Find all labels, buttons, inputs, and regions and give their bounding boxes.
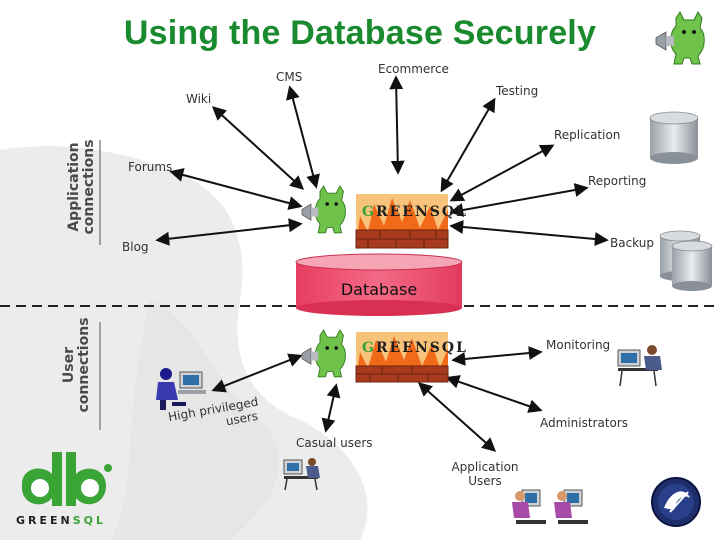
arrow-monitoring	[451, 346, 543, 366]
page-title: Using the Database Securely	[123, 14, 597, 52]
user-connections-label: User connections	[61, 317, 92, 413]
arrow-forums	[169, 168, 303, 210]
arrow-ecommerce	[389, 75, 405, 175]
arrow-testing	[440, 97, 496, 193]
greensql-firewall-bottom	[355, 332, 449, 383]
node-ecommerce: Ecommerce	[378, 62, 449, 76]
node-reporting: Reporting	[588, 174, 647, 188]
node-forums: Forums	[128, 160, 173, 174]
node-replication: Replication	[554, 128, 621, 142]
replication-db-icon	[649, 111, 699, 164]
arrow-high-privileged	[211, 353, 303, 393]
node-casual-users: Casual users	[296, 436, 373, 450]
greensql-wordmark-bottom: GREENSQL	[362, 340, 468, 356]
arrow-administrators	[445, 375, 543, 413]
node-monitoring: Monitoring	[546, 338, 611, 352]
arrow-blog	[155, 218, 303, 246]
application-connections-label: Application connections	[66, 139, 97, 235]
arrow-casual-users	[321, 383, 341, 433]
arrow-wiki	[211, 106, 305, 190]
greensql-logo-wordmark: GREENSQL	[16, 514, 107, 527]
greensql-db-logo	[22, 452, 112, 506]
mascot-icon-bottom	[301, 329, 346, 378]
node-wiki: Wiki	[186, 92, 212, 106]
arrow-application-users	[417, 382, 497, 452]
greensql-wordmark-top: GREENSQL	[362, 204, 468, 220]
arrow-reporting	[449, 183, 589, 217]
bottom-right-logo	[651, 477, 701, 527]
application-user-icon-1	[512, 489, 546, 524]
node-cms: CMS	[276, 70, 303, 84]
database-cylinder	[295, 253, 463, 316]
high-privileged-user-icon	[156, 368, 206, 410]
arrow-replication	[449, 144, 555, 202]
node-application-users: Application Users	[451, 460, 519, 488]
backup-db-icon	[659, 230, 713, 291]
node-blog: Blog	[122, 240, 149, 254]
node-backup: Backup	[610, 236, 654, 250]
node-testing: Testing	[496, 84, 539, 98]
casual-user-icon	[283, 458, 320, 491]
application-user-icon-2	[554, 489, 588, 524]
mascot-icon-title	[655, 11, 705, 65]
mascot-icon-top	[301, 185, 346, 234]
greensql-firewall-top	[355, 194, 449, 249]
background-blob-2	[110, 300, 279, 540]
node-administrators: Administrators	[540, 416, 629, 430]
arrow-backup	[449, 220, 609, 246]
database-label: Database	[340, 280, 418, 299]
arrow-cms	[286, 85, 320, 189]
monitoring-user-icon	[617, 345, 662, 387]
